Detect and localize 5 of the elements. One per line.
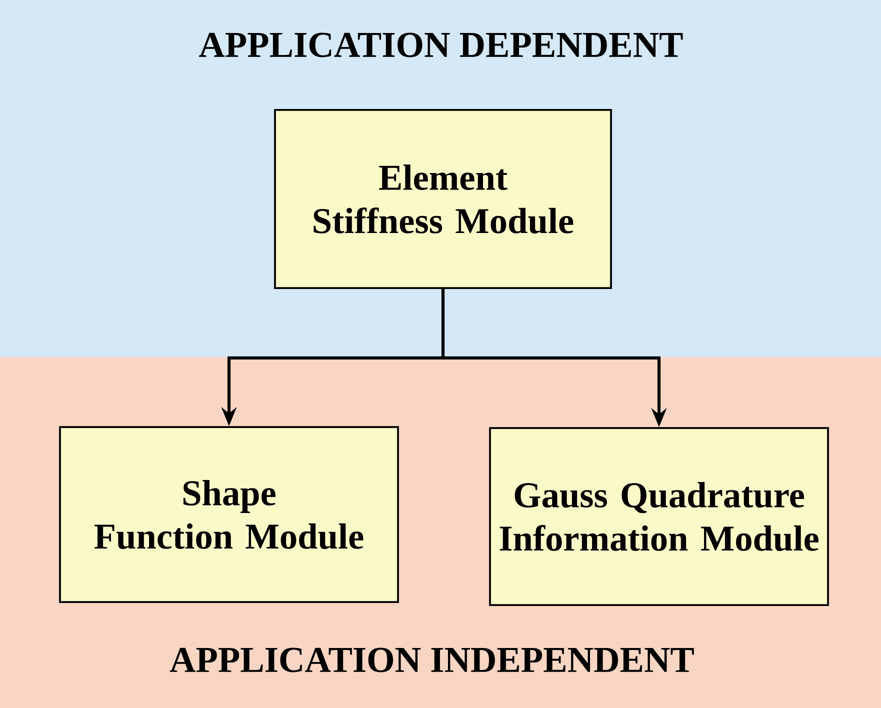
band-heading: APPLICATION INDEPENDENT (170, 648, 694, 672)
band-heading: APPLICATION DEPENDENT (199, 32, 683, 58)
module-box: Element Stiffness Module (274, 109, 612, 289)
module-box: Shape Function Module (59, 426, 399, 603)
module-box: Gauss Quadrature Information Module (489, 427, 829, 606)
